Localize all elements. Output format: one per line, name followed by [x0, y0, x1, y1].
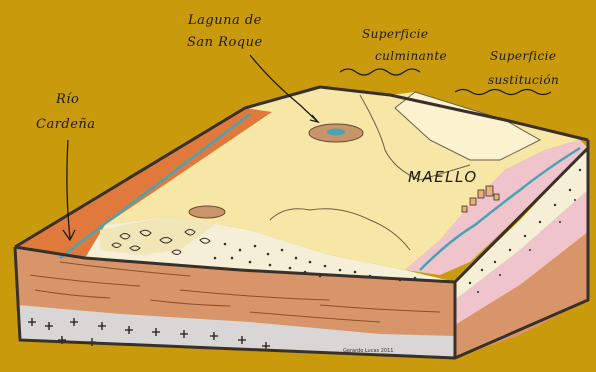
- laguna-water: [327, 129, 345, 136]
- maello-town-label: MAELLO: [408, 168, 478, 186]
- small-depression: [189, 206, 225, 218]
- superficie-sustitucion-line2: sustitución: [488, 73, 559, 87]
- rio-label-line2: Cardeña: [36, 117, 96, 132]
- laguna-label-line1: Laguna de: [187, 13, 262, 28]
- superficie-culminante-line2: culminante: [375, 49, 447, 63]
- superficie-sustitucion-line1: Superficie: [490, 49, 556, 63]
- rio-label-line1: Río: [55, 92, 79, 107]
- superficie-culminante-line1: Superficie: [362, 27, 428, 41]
- laguna-label-line2: San Roque: [187, 35, 263, 50]
- author-signature: Gerardo Lucas 2011: [343, 348, 393, 354]
